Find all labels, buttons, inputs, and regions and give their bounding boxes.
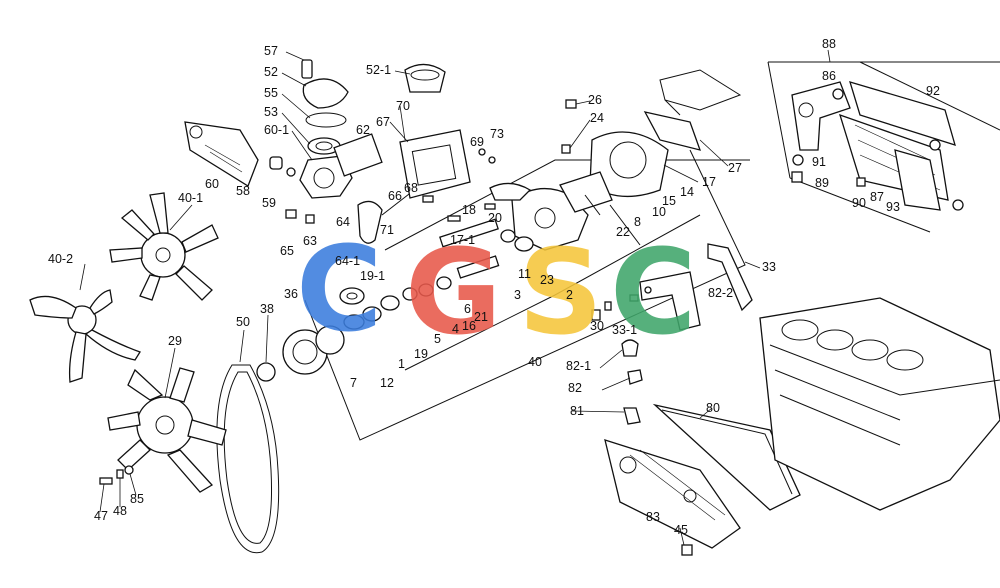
callout-label: 89 bbox=[815, 176, 829, 190]
callout-label: 27 bbox=[728, 161, 742, 175]
callout-label: 48 bbox=[113, 504, 127, 518]
callout-label: 2 bbox=[566, 288, 573, 302]
fan-40 bbox=[99, 367, 227, 493]
pump-shaft-and-seals bbox=[339, 203, 534, 330]
callout-label: 17 bbox=[702, 175, 716, 189]
callout-label: 82-1 bbox=[566, 359, 591, 373]
callout-label: 3 bbox=[514, 288, 521, 302]
callout-label: 82-2 bbox=[708, 286, 733, 300]
callout-label: 55 bbox=[264, 86, 278, 100]
watermark-letter-2: G bbox=[405, 223, 502, 361]
callout-label: 45 bbox=[674, 523, 688, 537]
hose-clamps-82 bbox=[621, 339, 643, 425]
callout-label: 86 bbox=[822, 69, 836, 83]
callout-label: 15 bbox=[662, 194, 676, 208]
callout-label: 69 bbox=[470, 135, 484, 149]
callout-label: 80 bbox=[706, 401, 720, 415]
callout-label: 18 bbox=[462, 203, 476, 217]
callout-label: 22 bbox=[616, 225, 630, 239]
pump-cover-plate-70 bbox=[399, 129, 496, 203]
callout-label: 40-2 bbox=[48, 252, 73, 266]
callout-label: 53 bbox=[264, 105, 278, 119]
callout-label: 4 bbox=[452, 322, 459, 336]
callout-label: 17-1 bbox=[450, 233, 475, 247]
callout-label: 90 bbox=[852, 196, 866, 210]
callout-label: 64 bbox=[336, 215, 350, 229]
callout-label: 58 bbox=[236, 184, 250, 198]
callout-label: 38 bbox=[260, 302, 274, 316]
callout-label: 40 bbox=[528, 355, 542, 369]
callout-label: 50 bbox=[236, 315, 250, 329]
callout-label: 29 bbox=[168, 334, 182, 348]
callout-label: 83 bbox=[646, 510, 660, 524]
callout-label: 85 bbox=[130, 492, 144, 506]
callout-label: 19-1 bbox=[360, 269, 385, 283]
alternator-brackets bbox=[591, 243, 753, 331]
callout-label: 12 bbox=[380, 376, 394, 390]
assembly-frame-lines bbox=[304, 61, 1000, 441]
thermostat-housing-group bbox=[269, 59, 446, 244]
callout-label: 81 bbox=[570, 404, 584, 418]
callout-label: 6 bbox=[464, 302, 471, 316]
callout-label: 10 bbox=[652, 205, 666, 219]
callout-label: 67 bbox=[376, 115, 390, 129]
callout-label: 70 bbox=[396, 99, 410, 113]
callout-label: 21 bbox=[474, 310, 488, 324]
oil-cooler-85-group bbox=[791, 81, 964, 211]
water-inlet-cover-60 bbox=[184, 121, 259, 187]
watermark-letter-3: S bbox=[518, 223, 603, 361]
callout-label: 24 bbox=[590, 111, 604, 125]
callout-label: 82 bbox=[568, 381, 582, 395]
callout-label: 26 bbox=[588, 93, 602, 107]
callout-label: 11 bbox=[518, 267, 531, 281]
callout-label: 23 bbox=[540, 273, 554, 287]
watermark-logo: C G S C bbox=[296, 220, 697, 361]
callout-label: 87 bbox=[870, 190, 884, 204]
fan-40-1 bbox=[109, 192, 219, 301]
water-pump-body bbox=[489, 99, 702, 251]
callout-label: 52 bbox=[264, 65, 278, 79]
callout-label: 52-1 bbox=[366, 63, 391, 77]
oil-cooler-80 bbox=[604, 403, 801, 556]
callout-label: 88 bbox=[822, 37, 836, 51]
callout-label: 64-1 bbox=[335, 254, 360, 268]
fan-40-2 bbox=[29, 289, 141, 383]
callout-label: 5 bbox=[434, 332, 441, 346]
watermark-letter-1: C bbox=[296, 220, 383, 358]
callout-label: 73 bbox=[490, 127, 504, 141]
engine-block bbox=[659, 69, 1000, 511]
callout-label: 68 bbox=[404, 181, 418, 195]
callout-label: 1 bbox=[398, 357, 405, 371]
watermark-letter-4: C bbox=[610, 223, 697, 361]
callout-label: 47 bbox=[94, 509, 108, 523]
callout-label: 19 bbox=[414, 347, 428, 361]
callout-label: 65 bbox=[280, 244, 294, 258]
callout-label: 60-1 bbox=[264, 123, 289, 137]
callout-label: 66 bbox=[388, 189, 402, 203]
callout-label: 40-1 bbox=[178, 191, 203, 205]
callout-label: 92 bbox=[926, 84, 940, 98]
callout-label: 91 bbox=[812, 155, 826, 169]
callout-label: 36 bbox=[284, 287, 298, 301]
leader-lines bbox=[79, 49, 831, 546]
callout-label: 63 bbox=[303, 234, 317, 248]
fan-pulley-and-belt bbox=[216, 325, 345, 554]
callout-label: 33-1 bbox=[612, 323, 637, 337]
callout-label: 20 bbox=[488, 211, 502, 225]
callout-label: 59 bbox=[262, 196, 276, 210]
callout-label: 93 bbox=[886, 200, 900, 214]
callout-label: 7 bbox=[350, 376, 357, 390]
callout-label: 16 bbox=[462, 319, 476, 333]
callout-label: 33 bbox=[762, 260, 776, 274]
callout-label: 57 bbox=[264, 44, 278, 58]
callout-label: 62 bbox=[356, 123, 370, 137]
callout-label: 30 bbox=[590, 319, 604, 333]
callout-label: 60 bbox=[205, 177, 219, 191]
callout-label: 14 bbox=[680, 185, 694, 199]
callout-label: 71 bbox=[380, 223, 394, 237]
callout-label: 8 bbox=[634, 215, 641, 229]
